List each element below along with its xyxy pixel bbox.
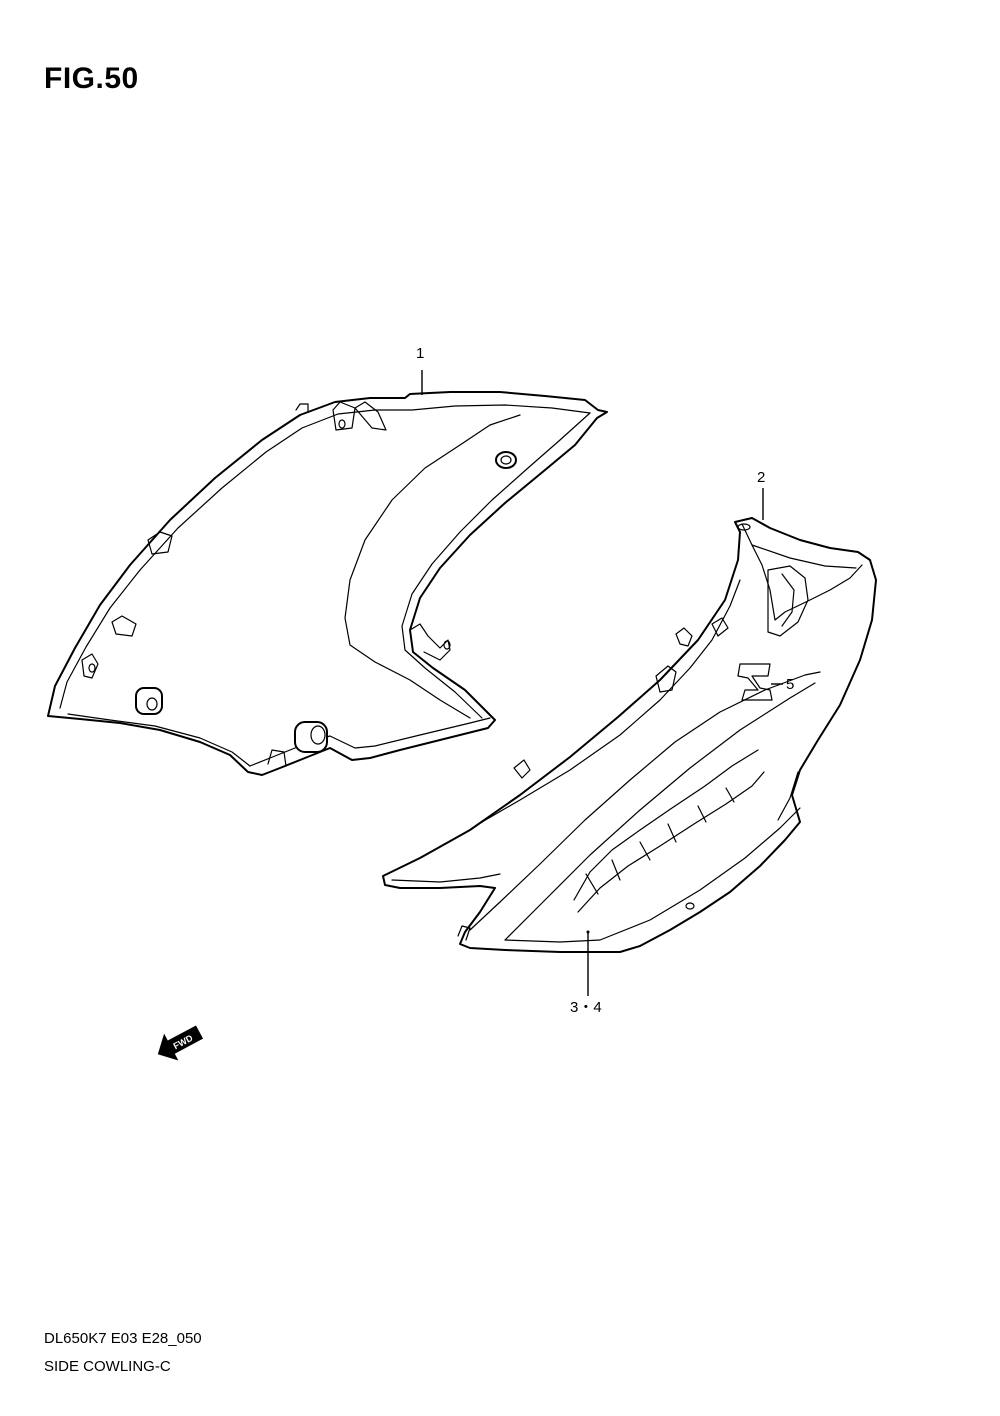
diagram-code: DL650K7 E03 E28_050 [44, 1330, 202, 1347]
forward-arrow-icon: FWD [157, 1025, 204, 1061]
callout-5: 5 [786, 676, 794, 693]
figure-title: FIG.50 [44, 62, 139, 95]
callout-2: 2 [757, 469, 765, 486]
side-cowling-left-part[interactable] [47, 391, 608, 776]
side-cowling-right-part[interactable] [382, 517, 877, 953]
callout-leaders [421, 370, 783, 996]
section-name: SIDE COWLING-C [44, 1358, 171, 1375]
callout-3-4: 3・4 [570, 999, 602, 1016]
callout-1: 1 [416, 345, 424, 362]
